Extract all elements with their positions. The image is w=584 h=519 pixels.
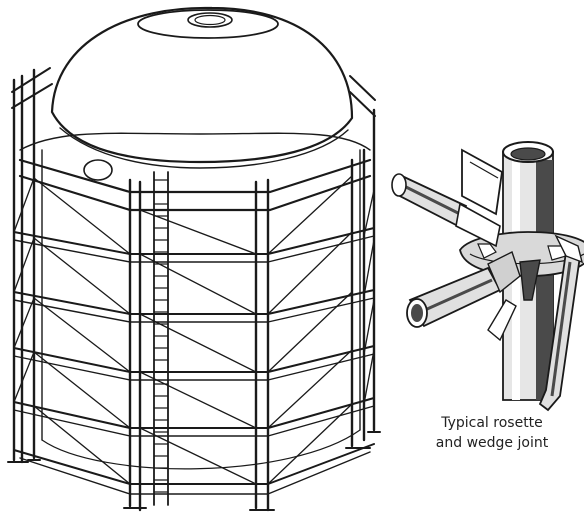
caption-line-1: Typical rosette bbox=[441, 415, 543, 431]
joint-caption: Typical rosette and wedge joint bbox=[404, 413, 580, 453]
scaffolded-tank-illustration bbox=[7, 6, 381, 512]
dome bbox=[50, 6, 354, 181]
tank-body bbox=[41, 149, 361, 470]
scaffold-standards bbox=[12, 68, 376, 512]
lower-brace-tube bbox=[487, 299, 517, 342]
base-jacks bbox=[7, 431, 381, 511]
ledger-tube-upper-left bbox=[391, 173, 501, 248]
rosette-joint-illustration bbox=[391, 141, 584, 412]
access-ladder bbox=[153, 171, 169, 506]
scaffold-ledgers bbox=[13, 227, 375, 495]
diagonal-brace-tube bbox=[538, 234, 584, 412]
caption-line-2: and wedge joint bbox=[435, 435, 549, 451]
ledger-tube-upper-right bbox=[461, 148, 503, 216]
diagonal-braces bbox=[13, 175, 375, 485]
ledger-tube-lower-left bbox=[406, 251, 521, 328]
wedge-pin bbox=[519, 259, 541, 301]
top-guardrail bbox=[11, 67, 376, 212]
